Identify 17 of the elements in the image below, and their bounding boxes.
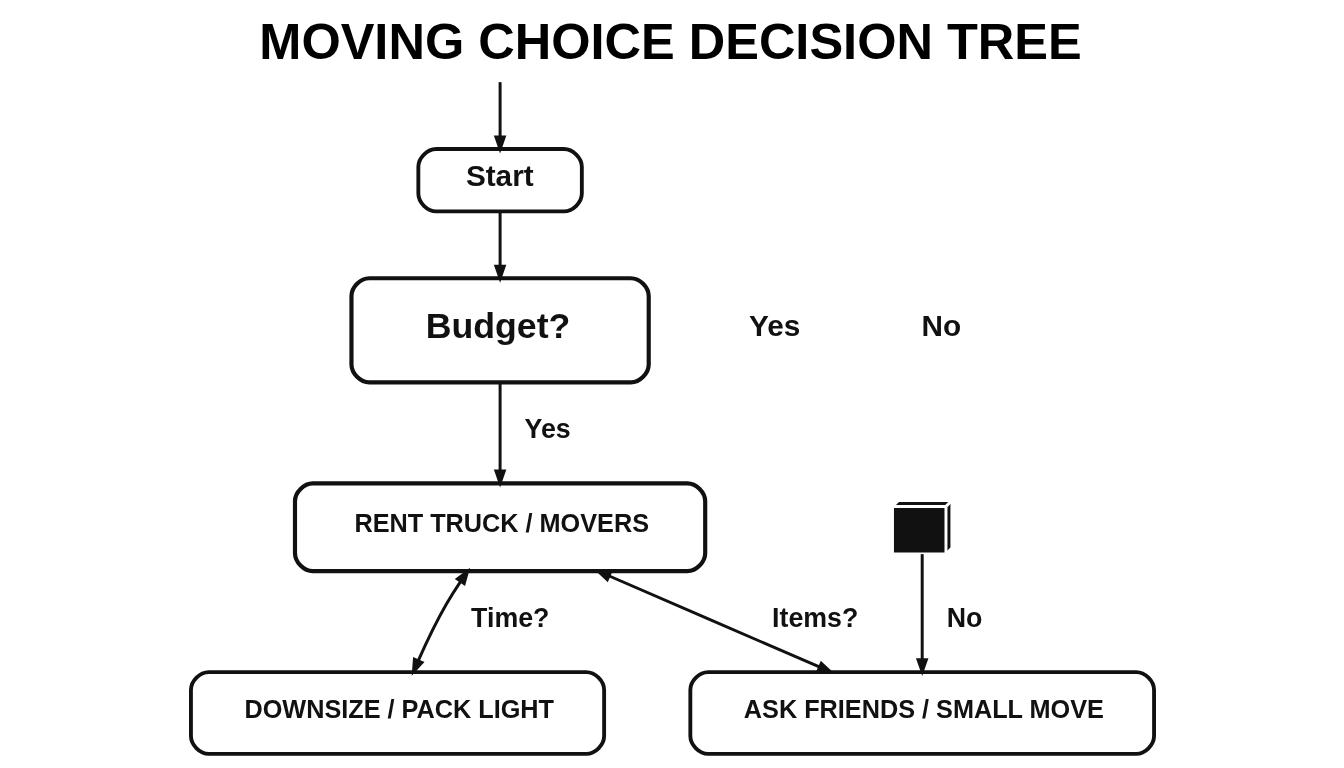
arrow [915, 554, 928, 677]
arrow [493, 82, 506, 154]
node-box: ASK FRIENDS / SMALL MOVE [687, 670, 1156, 756]
label: No [920, 309, 961, 343]
arrow [493, 211, 506, 283]
edge-label: No [946, 602, 982, 633]
arrow [493, 382, 506, 488]
edge-label: Time? [470, 602, 549, 633]
node-box: Start [415, 147, 584, 214]
edge-label: Yes [524, 413, 571, 444]
node-box: RENT TRUCK / MOVERS [292, 481, 707, 574]
node-box: DOWNSIZE / PACK LIGHT [188, 670, 606, 756]
label: Yes [748, 309, 800, 343]
node-box: Budget? [348, 276, 651, 385]
arrow [411, 567, 470, 676]
diagram-title: MOVING CHOICE DECISION TREE [258, 13, 1082, 71]
edge-label: Items? [771, 602, 858, 633]
